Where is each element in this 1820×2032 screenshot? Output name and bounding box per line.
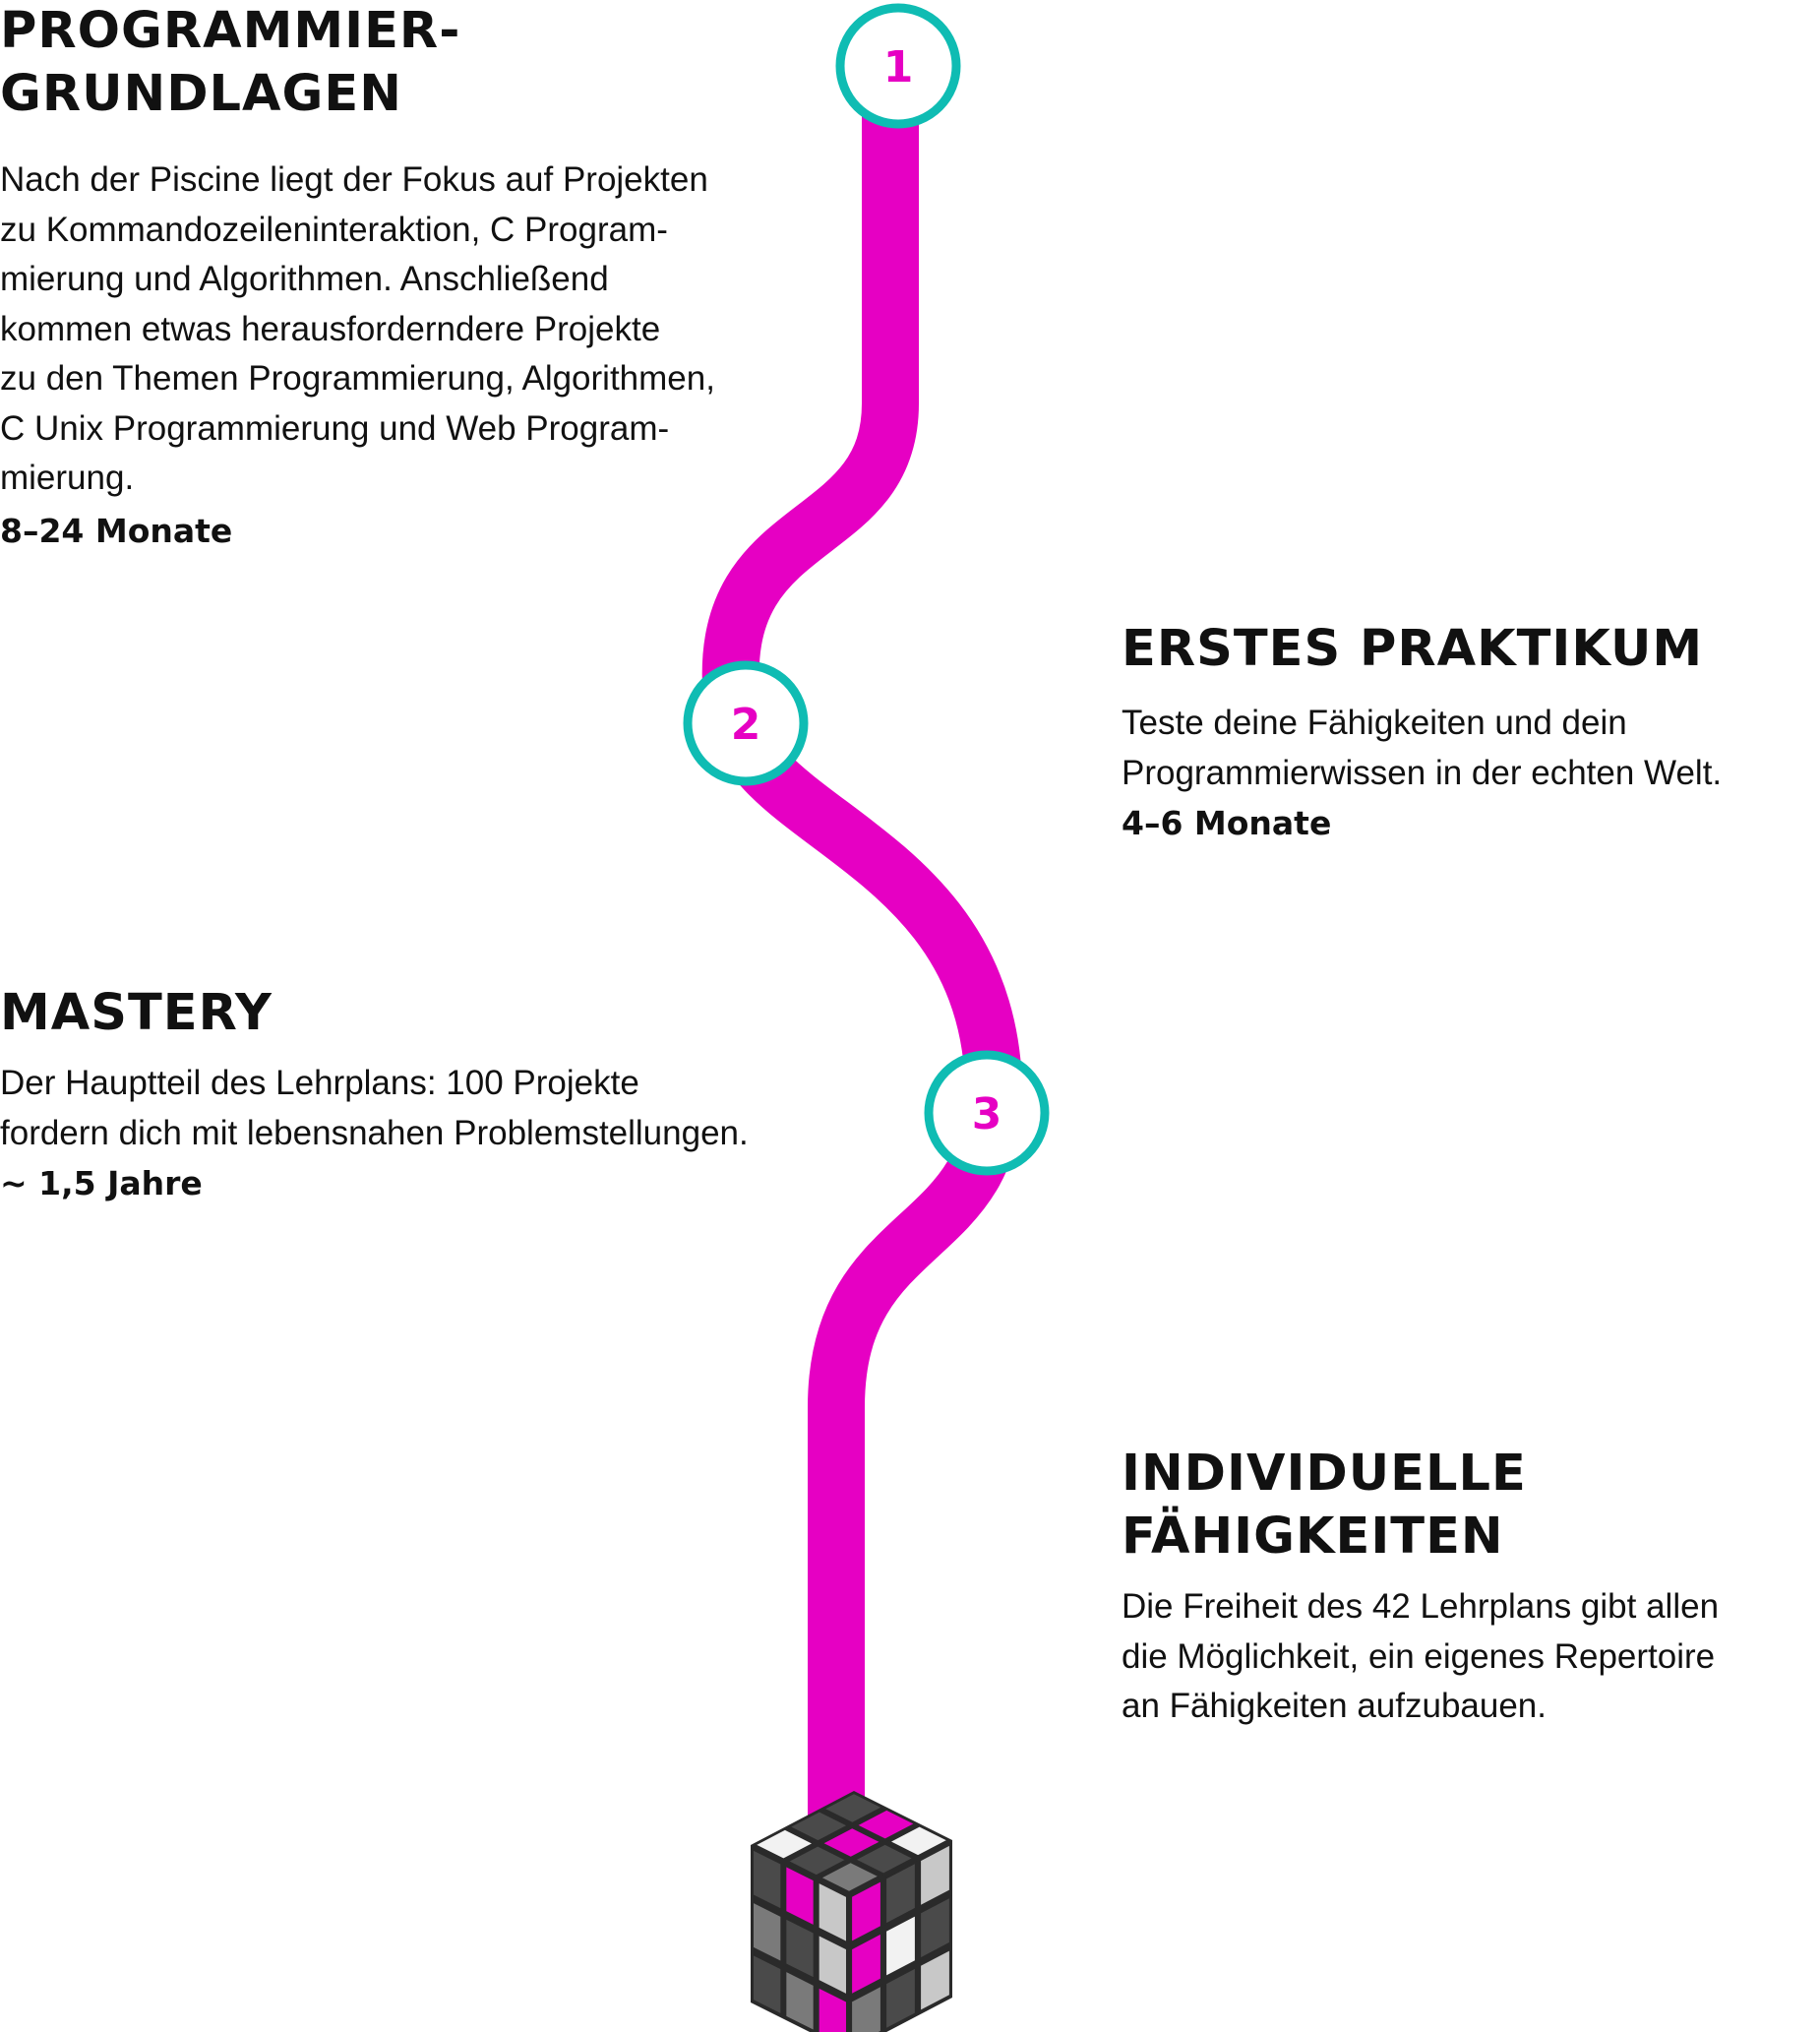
section-title: ERSTES PRAKTIKUM bbox=[1122, 620, 1704, 678]
section-title: MASTERY bbox=[0, 984, 273, 1042]
cube-top-tile bbox=[886, 1824, 951, 1858]
section-body: Teste deine Fähigkeiten und dein Program… bbox=[1122, 704, 1723, 792]
cube-right-tile bbox=[850, 1878, 882, 1944]
section-body: Der Hauptteil des Lehrplans: 100 Projekt… bbox=[0, 1064, 749, 1152]
cube-right-tile bbox=[884, 1965, 917, 2032]
cube-top-tile bbox=[785, 1844, 849, 1878]
node-2-number: 2 bbox=[731, 700, 761, 750]
section-body: Die Freiheit des 42 Lehrplans gibt allen… bbox=[1122, 1587, 1720, 1725]
cube-top-tile bbox=[818, 1860, 882, 1894]
section-duration: ~ 1,5 Jahre bbox=[0, 1164, 203, 1202]
cube-left-tile bbox=[752, 1952, 783, 2017]
cube-left-tile bbox=[752, 1899, 783, 1964]
cube-left-tile bbox=[784, 1916, 816, 1981]
section-mastery: MASTERY Der Hauptteil des Lehrplans: 100… bbox=[0, 982, 807, 1209]
cube-left-tile bbox=[784, 1968, 816, 2032]
section-programmier-grundlagen: PROGRAMMIER- GRUNDLAGEN Nach der Piscine… bbox=[0, 0, 777, 557]
node-1-number: 1 bbox=[883, 42, 914, 92]
cube-top-tile bbox=[819, 1825, 883, 1860]
section-duration: 4–6 Monate bbox=[1122, 804, 1332, 842]
cube-top-tile bbox=[852, 1842, 917, 1876]
cube-left-tile bbox=[817, 1985, 848, 2032]
cube-left-tile bbox=[784, 1864, 816, 1929]
section-title: PROGRAMMIER- GRUNDLAGEN bbox=[0, 2, 461, 123]
cube-right-tile bbox=[884, 1913, 917, 1979]
cube-left-tile bbox=[817, 1879, 848, 1944]
cube-top-tile bbox=[820, 1791, 885, 1825]
node-3-number: 3 bbox=[972, 1089, 1002, 1139]
node-3[interactable]: 3 bbox=[924, 1050, 1050, 1176]
section-duration: 8–24 Monate bbox=[0, 511, 233, 550]
node-2[interactable]: 2 bbox=[683, 660, 809, 786]
node-1[interactable]: 1 bbox=[835, 3, 961, 129]
cube-right-tile bbox=[919, 1894, 951, 1961]
cube-left-tile bbox=[752, 1847, 783, 1912]
cube-top-tile bbox=[752, 1827, 817, 1861]
learning-path bbox=[701, 113, 1023, 1830]
rubiks-cube bbox=[751, 1791, 952, 2032]
cube-left-tile bbox=[817, 1933, 848, 1998]
cube-top-tile bbox=[854, 1808, 918, 1841]
section-individuelle-faehigkeiten: INDIVIDUELLE FÄHIGKEITEN Die Freiheit de… bbox=[1122, 1443, 1810, 1732]
cube-top-tile bbox=[786, 1810, 851, 1843]
section-erstes-praktikum: ERSTES PRAKTIKUM Teste deine Fähigkeiten… bbox=[1122, 618, 1810, 849]
section-body: Nach der Piscine liegt der Fokus auf Pro… bbox=[0, 160, 715, 497]
cube-right-tile bbox=[919, 1842, 951, 1909]
cube-right-tile bbox=[884, 1860, 917, 1927]
cube-right-tile bbox=[919, 1947, 951, 2013]
cube-right-tile bbox=[850, 1931, 882, 1998]
section-title: INDIVIDUELLE FÄHIGKEITEN bbox=[1122, 1445, 1527, 1566]
